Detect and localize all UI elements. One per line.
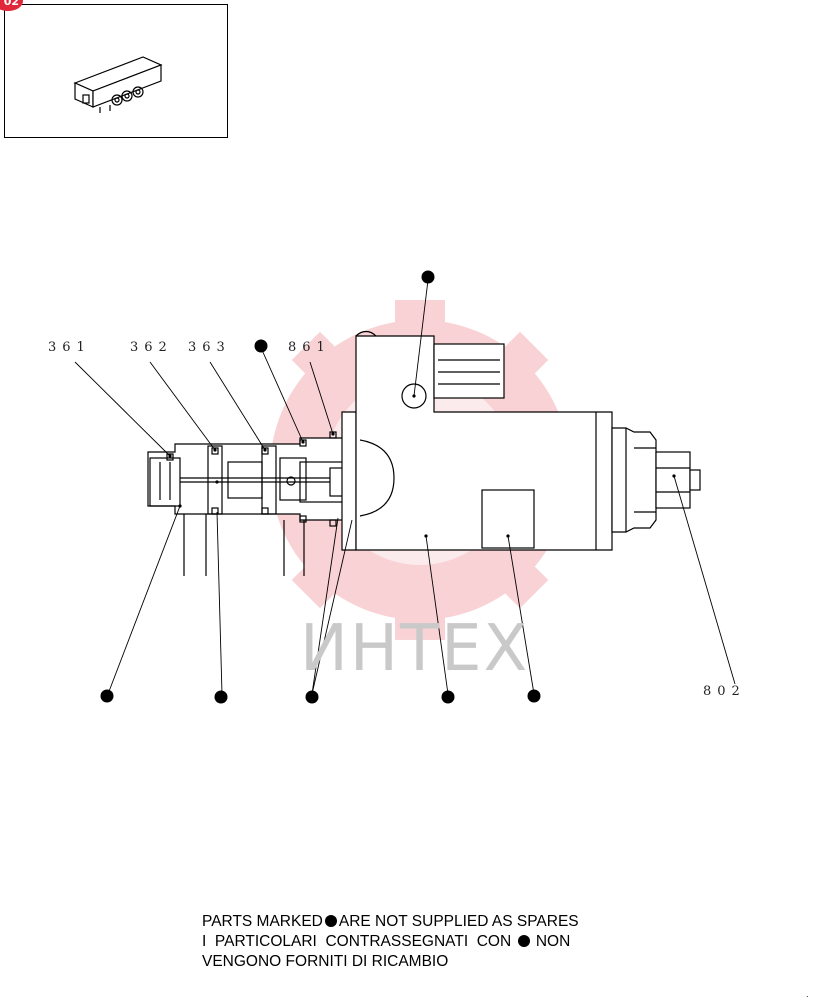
page-badge: 02	[0, 0, 23, 11]
non-spare-dot-4	[441, 690, 455, 704]
callout-361: 361	[48, 340, 91, 355]
watermark-text: ИНТЕХ	[300, 612, 530, 686]
non-spare-dot-upper-left	[254, 339, 268, 353]
note-line-1-end: ARE NOT SUPPLIED AS SPARES	[338, 913, 579, 930]
callout-362: 362	[130, 340, 173, 355]
note-line-2-start: I PARTICOLARI CONTRASSEGNATI CON	[202, 933, 512, 950]
valve-block-thumbnail-icon	[73, 56, 163, 113]
bullet-dot-icon	[517, 935, 530, 947]
note-line-3: VENGONO FORNITI DI RICAMBIO	[202, 953, 449, 970]
callout-363: 363	[188, 340, 231, 355]
note-line-2-end: NON	[535, 933, 571, 950]
spares-note: PARTS MARKED ARE NOT SUPPLIED AS SPARES I…	[202, 912, 579, 972]
callout-802: 802	[703, 684, 746, 699]
non-spare-dot-3	[305, 690, 319, 704]
non-spare-dot-5	[527, 689, 541, 703]
non-spare-dot-1	[100, 689, 114, 703]
non-spare-dot-2	[214, 690, 228, 704]
callout-861: 861	[288, 340, 331, 355]
non-spare-dot-top	[421, 270, 435, 284]
note-line-1: PARTS MARKED ARE NOT SUPPLIED AS SPARES	[202, 912, 579, 932]
thumbnail-frame: 02	[0, 0, 228, 138]
note-line-1-start: PARTS MARKED	[202, 913, 323, 930]
note-line-2: I PARTICOLARI CONTRASSEGNATI CON NON	[202, 932, 579, 952]
footer-mark: .	[806, 990, 809, 999]
bullet-dot-icon	[324, 915, 337, 927]
